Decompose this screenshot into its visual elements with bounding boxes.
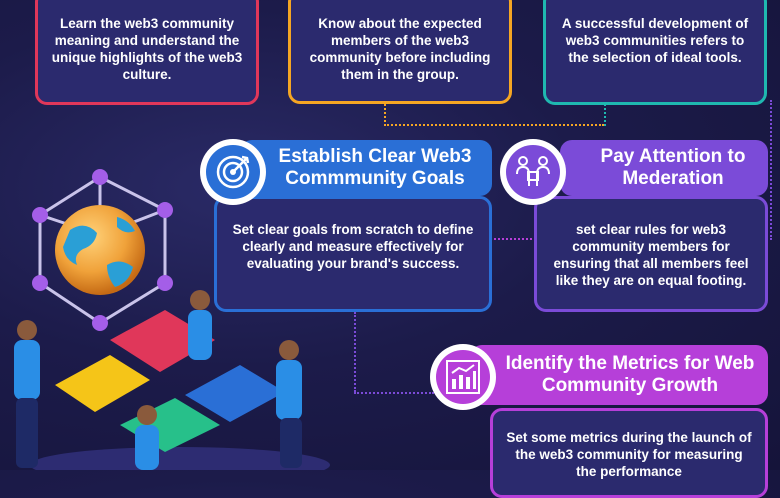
card-community-meaning: Learn the web3 community meaning and und… [35, 0, 259, 105]
connector-line [354, 312, 356, 392]
connector-line [490, 238, 536, 240]
title-metrics: Identify the Metrics for Web Community G… [470, 345, 768, 405]
card-text: Set clear goals from scratch to define c… [232, 222, 474, 271]
title-moderation: Pay Attention to Mederation [560, 140, 768, 196]
connector-line [384, 124, 604, 126]
card-text: set clear rules for web3 community membe… [553, 222, 749, 288]
goals-badge [200, 139, 266, 205]
title-text: Pay Attention to Mederation [600, 146, 746, 189]
title-text: Identify the Metrics for Web Community G… [505, 353, 755, 396]
globe-network-illustration [32, 169, 173, 331]
title-goals: Establish Clear Web3 Commmunity Goals [240, 140, 492, 196]
card-goals-body: Set clear goals from scratch to define c… [214, 196, 492, 312]
target-icon [216, 155, 250, 189]
title-text: Establish Clear Web3 Commmunity Goals [278, 146, 472, 189]
card-moderation-body: set clear rules for web3 community membe… [534, 196, 768, 312]
connector-line [384, 104, 386, 126]
bar-chart-icon [446, 360, 480, 394]
card-text: Set some metrics during the launch of th… [506, 430, 752, 479]
metrics-badge [430, 344, 496, 410]
card-text: Learn the web3 community meaning and und… [51, 16, 243, 82]
card-metrics-body: Set some metrics during the launch of th… [490, 408, 768, 498]
puzzle-piece-yellow [55, 355, 150, 412]
puzzle-team-illustration [14, 290, 330, 470]
connector-line [354, 392, 434, 394]
people-meeting-icon [516, 156, 550, 186]
card-text: Know about the expected members of the w… [309, 16, 491, 82]
card-expected-members: Know about the expected members of the w… [288, 0, 512, 104]
connector-line [770, 100, 772, 240]
card-ideal-tools: A successful development of web3 communi… [543, 0, 767, 105]
card-text: A successful development of web3 communi… [561, 16, 749, 65]
moderation-badge [500, 139, 566, 205]
connector-line [604, 104, 606, 126]
puzzle-piece-blue [185, 365, 285, 422]
